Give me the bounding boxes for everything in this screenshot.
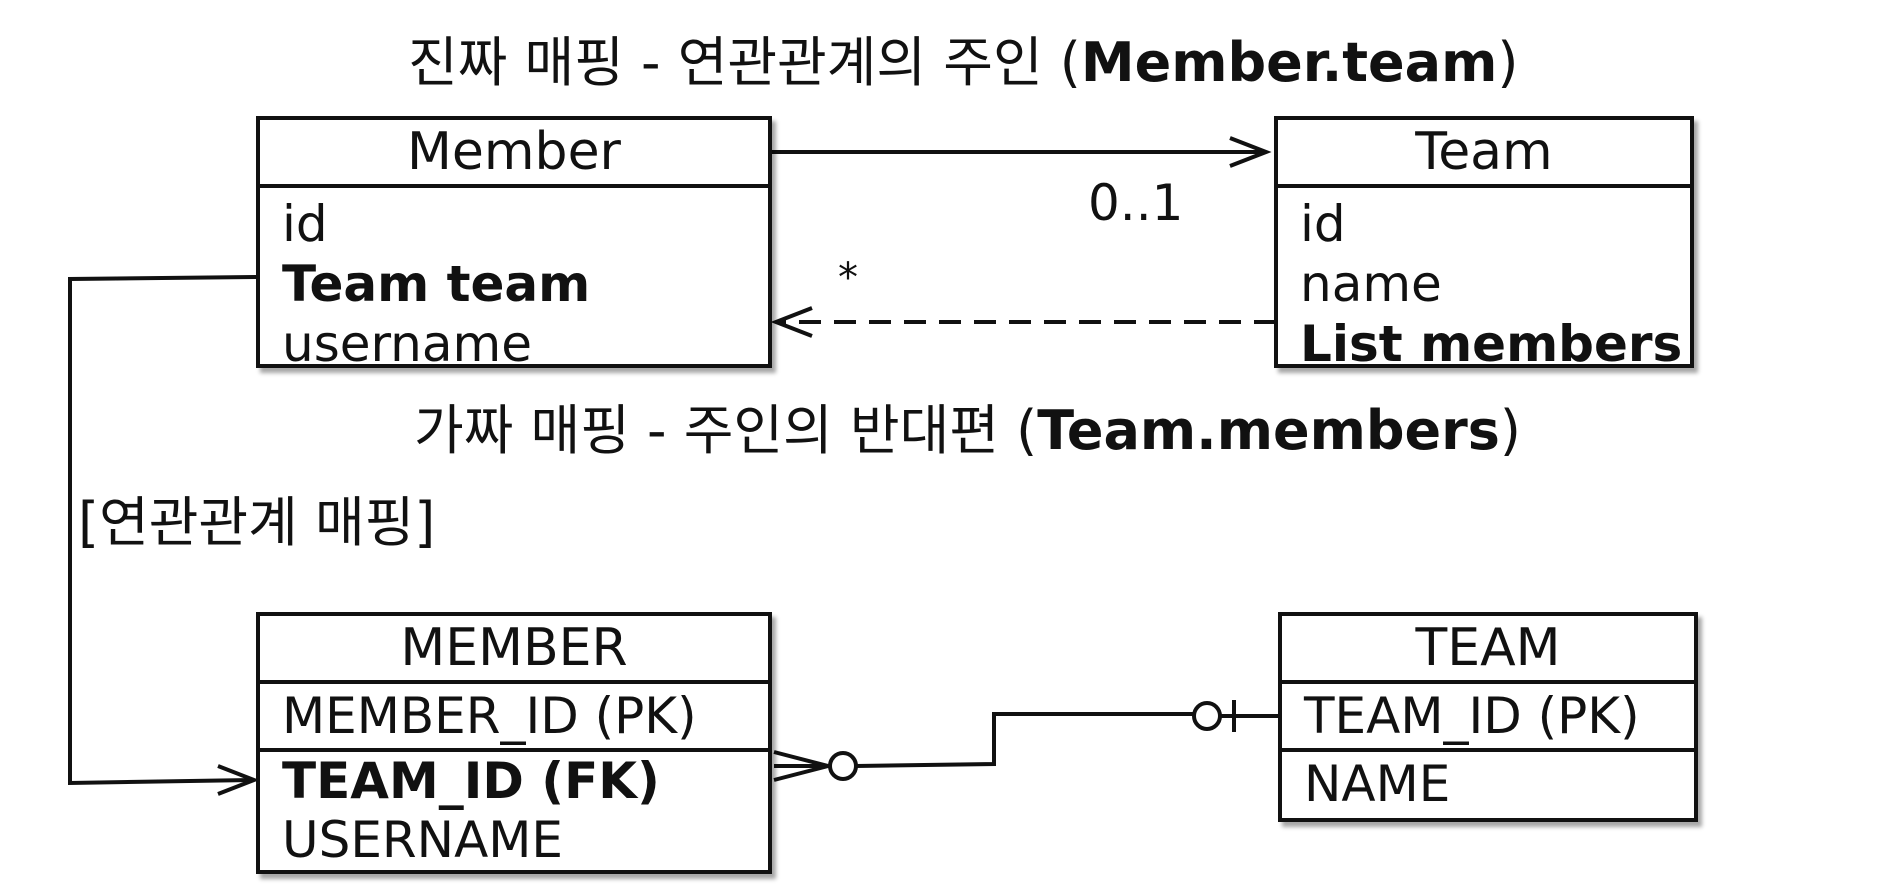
fake-mapping-caption: 가짜 매핑 - 주인의 반대편 (Team.members): [414, 404, 1521, 458]
team-to-member-association: [770, 306, 1276, 338]
member-table-pk: MEMBER_ID (PK): [260, 684, 768, 752]
member-class-box: Member id Team team username: [256, 116, 772, 373]
team-field-name: name: [1300, 255, 1442, 313]
member-table-box: MEMBER MEMBER_ID (PK) TEAM_ID (FK) USERN…: [256, 612, 772, 874]
member-field-team: Team team: [282, 255, 591, 313]
relation-mapping-caption: [연관관계 매핑]: [78, 491, 436, 554]
team-table-pk: TEAM_ID (PK): [1282, 684, 1694, 752]
team-field-members: List members: [1300, 315, 1683, 373]
member-table-fk: TEAM_ID (FK): [282, 752, 660, 810]
real-mapping-caption-suffix: ): [1497, 31, 1519, 94]
team-table-box: TEAM TEAM_ID (PK) NAME: [1278, 612, 1698, 822]
fake-mapping-caption-bold: Team.members: [1037, 399, 1500, 462]
team-table-name: NAME: [1304, 755, 1451, 813]
real-mapping-caption: 진짜 매핑 - 연관관계의 주인 (Member.team): [408, 36, 1518, 90]
member-table-username: USERNAME: [282, 811, 564, 869]
team-table-title: TEAM: [1282, 616, 1694, 684]
real-mapping-caption-bold: Member.team: [1080, 31, 1498, 94]
team-class-box: Team id name List members: [1274, 116, 1694, 373]
team-field-id: id: [1300, 195, 1346, 253]
fake-mapping-caption-suffix: ): [1499, 399, 1521, 462]
real-mapping-caption-prefix: 진짜 매핑 - 연관관계의 주인 (: [408, 31, 1081, 94]
multiplicity-team: 0..1: [1088, 174, 1184, 232]
multiplicity-members: *: [838, 255, 858, 301]
member-field-id: id: [282, 195, 328, 253]
erd-relationship: [773, 700, 1278, 782]
team-class-title: Team: [1278, 120, 1690, 188]
fake-mapping-caption-prefix: 가짜 매핑 - 주인의 반대편 (: [414, 399, 1038, 462]
team-class-fields: id name List members: [1278, 188, 1690, 374]
association-mapping-line: [68, 275, 260, 796]
member-class-fields: id Team team username: [260, 188, 768, 374]
member-class-title: Member: [260, 120, 768, 188]
member-to-team-association: [770, 136, 1272, 168]
member-field-username: username: [282, 315, 532, 373]
member-table-title: MEMBER: [260, 616, 768, 684]
